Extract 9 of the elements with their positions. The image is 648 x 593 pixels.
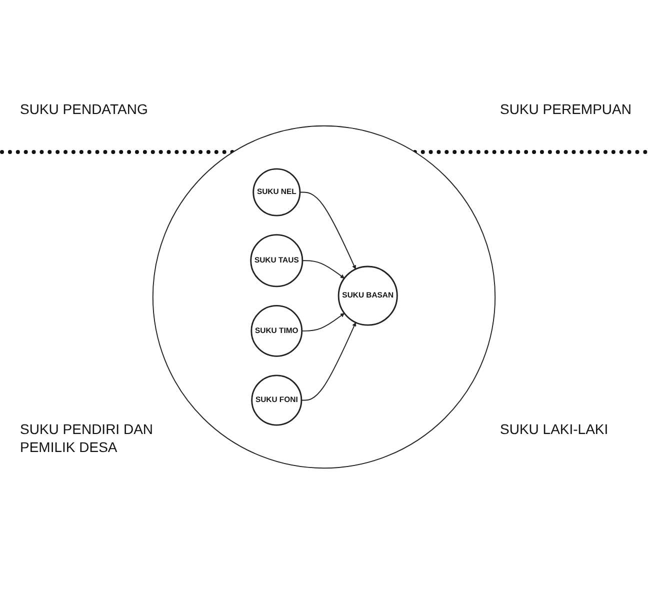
arrow xyxy=(299,191,356,269)
arrow xyxy=(300,322,356,400)
region-label: SUKU LAKI-LAKI xyxy=(500,420,608,438)
arrow xyxy=(301,312,345,331)
region-label: SUKU PENDIRI DAN PEMILIK DESA xyxy=(20,420,154,456)
region-label: SUKU PENDATANG xyxy=(20,100,148,118)
cluster xyxy=(152,124,496,468)
region-label: SUKU PEREMPUAN xyxy=(500,100,632,118)
arrow xyxy=(302,260,345,278)
